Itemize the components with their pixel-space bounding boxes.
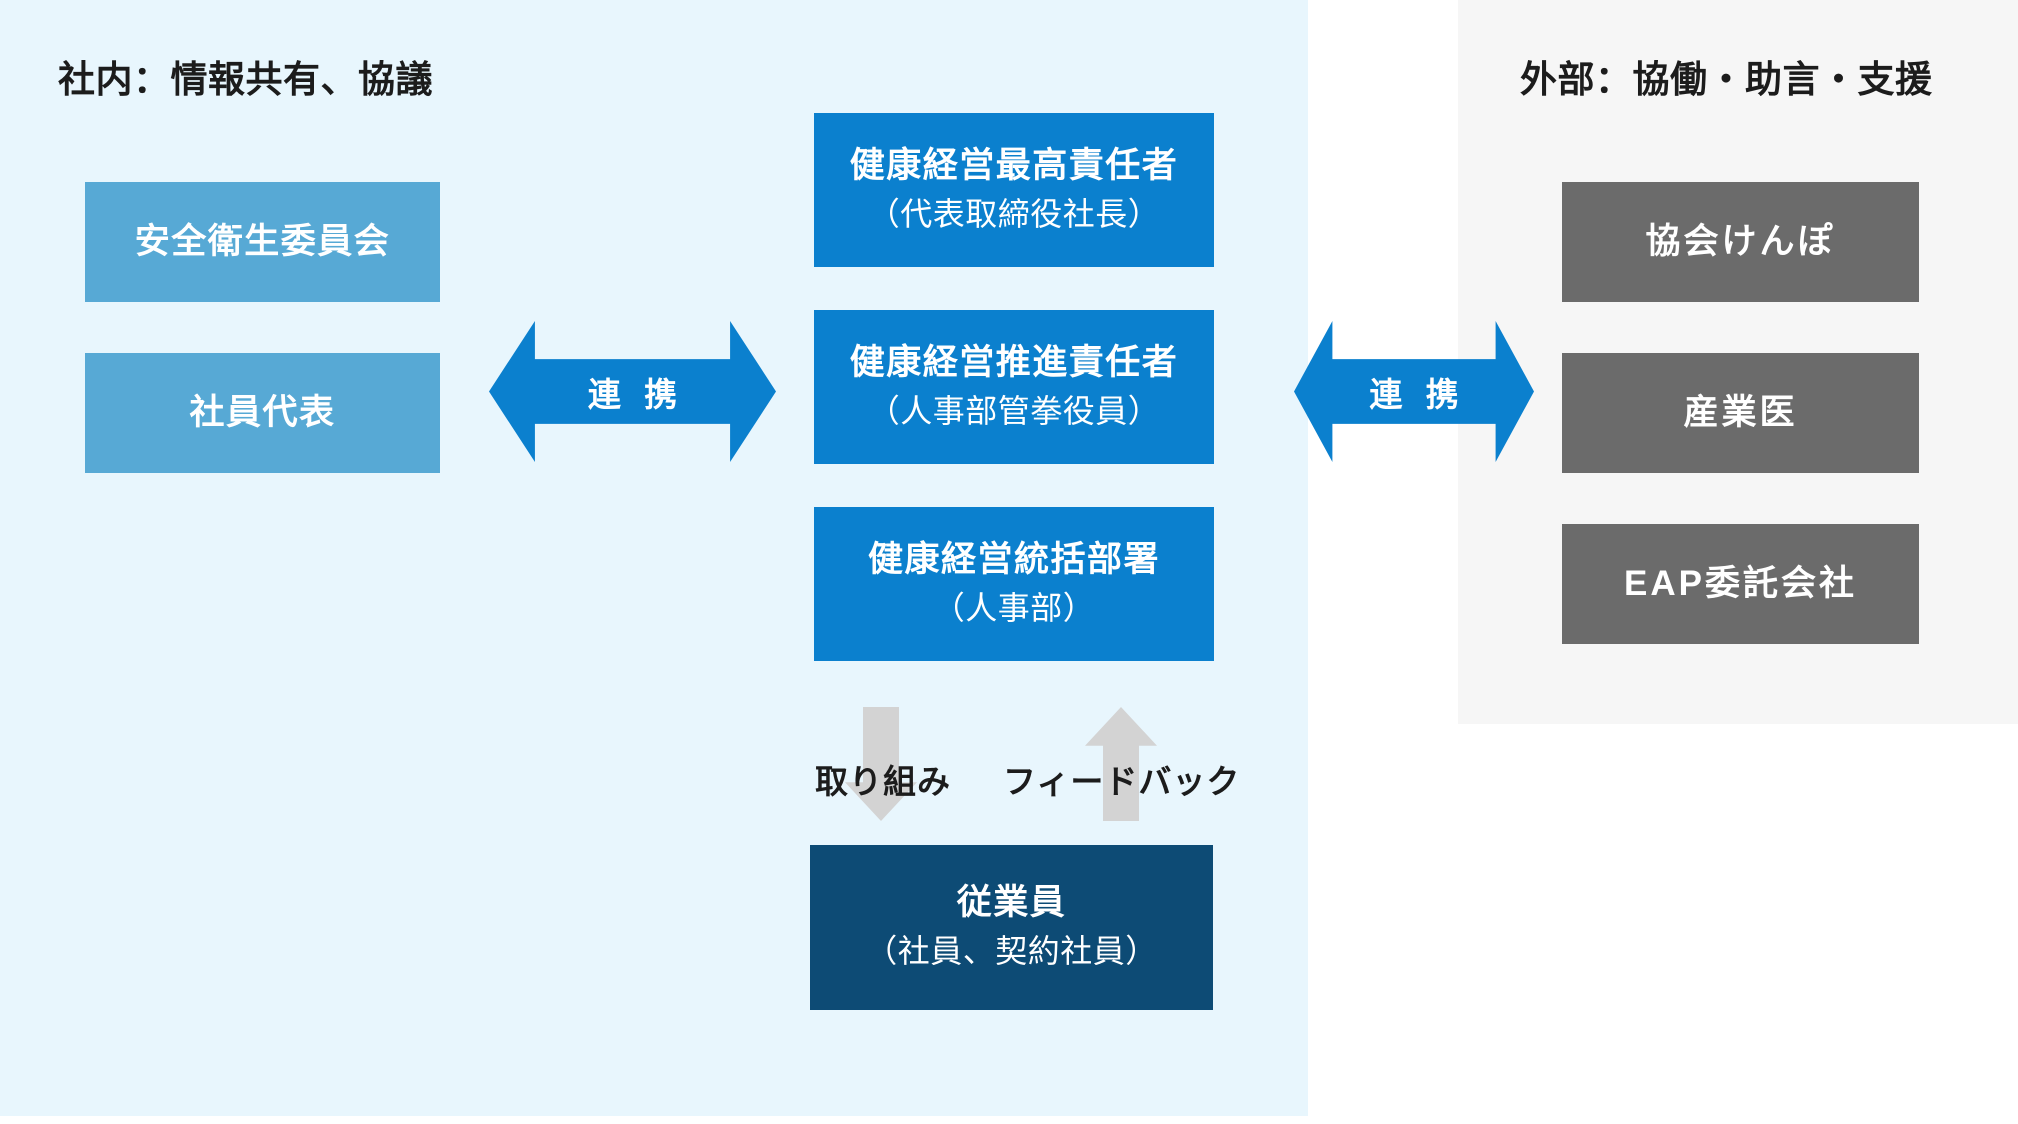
box-health-management-promoter[interactable]: 健康経営推進責任者 （人事部管拳役員） xyxy=(814,310,1214,464)
box-eap-provider[interactable]: EAP委託会社 xyxy=(1562,524,1919,644)
box-subtitle: （人事部管拳役員） xyxy=(867,392,1161,429)
box-title: 健康経営最高責任者 xyxy=(849,145,1179,185)
box-employee-representative[interactable]: 社員代表 xyxy=(85,353,440,473)
box-subtitle: （社員、契約社員） xyxy=(865,933,1158,970)
box-title: 健康経営推進責任者 xyxy=(849,342,1179,382)
box-title: EAP委託会社 xyxy=(1624,564,1857,604)
box-chief-health-officer[interactable]: 健康経営最高責任者 （代表取締役社長） xyxy=(814,113,1214,267)
feedback-label: フィードバック xyxy=(1003,763,1241,800)
initiative-label: 取り組み xyxy=(815,763,951,800)
link-arrow-left-label: 連 携 xyxy=(587,375,685,413)
box-safety-health-committee[interactable]: 安全衛生委員会 xyxy=(85,182,440,302)
box-subtitle: （代表取締役社長） xyxy=(867,195,1161,232)
box-occupational-physician[interactable]: 産業医 xyxy=(1562,353,1919,473)
box-subtitle: （人事部） xyxy=(932,589,1096,626)
box-title: 従業員 xyxy=(956,883,1067,923)
external-panel-heading: 外部：協働・助言・支援 xyxy=(1520,59,1933,100)
box-title: 協会けんぽ xyxy=(1645,222,1836,262)
box-title: 安全衛生委員会 xyxy=(134,222,391,262)
box-title: 社員代表 xyxy=(189,393,336,433)
box-title: 産業医 xyxy=(1683,393,1798,433)
box-employees[interactable]: 従業員 （社員、契約社員） xyxy=(810,845,1213,1010)
internal-panel-heading: 社内：情報共有、協議 xyxy=(58,59,433,100)
box-kyokai-kenpo[interactable]: 協会けんぽ xyxy=(1562,182,1919,302)
box-title: 健康経営統括部署 xyxy=(867,539,1160,579)
box-health-management-department[interactable]: 健康経営統括部署 （人事部） xyxy=(814,507,1214,661)
link-arrow-right-label: 連 携 xyxy=(1369,375,1466,413)
link-arrow-right: 連 携 xyxy=(1294,321,1534,462)
